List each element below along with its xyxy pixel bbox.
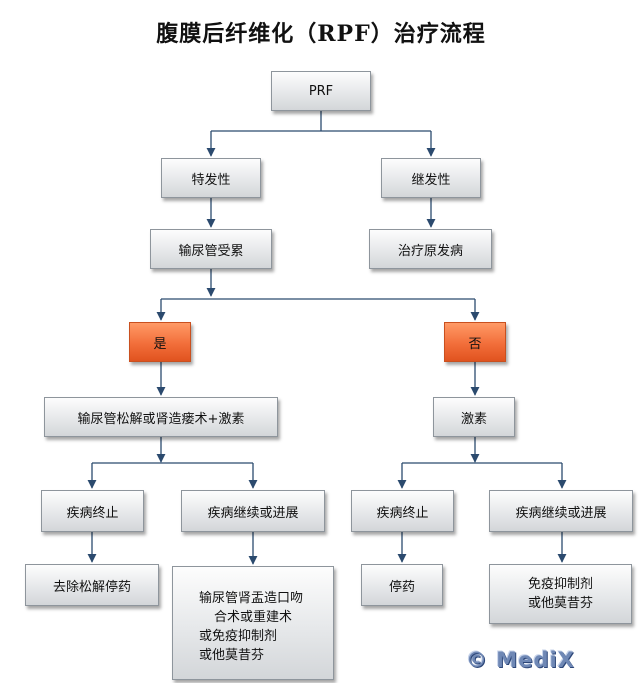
node-treat-primary: 治疗原发病	[369, 229, 492, 269]
node-no-treatment: 激素	[433, 397, 515, 437]
medix-watermark: © MediX	[466, 648, 575, 672]
node-stop-drug: 停药	[361, 564, 443, 606]
node-surgery-options: 输尿管肾盂造口吻 合术或重建术 或免疫抑制剂 或他莫昔芬	[172, 566, 334, 680]
surgery-line-4: 或他莫昔芬	[199, 648, 265, 663]
surgery-line-3: 或免疫抑制剂	[199, 629, 278, 644]
surgery-line-1: 输尿管肾盂造口吻	[199, 591, 304, 606]
node-yes: 是	[129, 322, 191, 362]
surgery-line-2: 合术或重建术	[214, 610, 293, 625]
node-yes-progress: 疾病继续或进展	[181, 490, 325, 532]
node-immunosuppressant: 免疫抑制剂 或他莫昔芬	[489, 564, 632, 624]
node-ureter-involved: 输尿管受累	[150, 229, 272, 269]
node-secondary: 继发性	[381, 158, 481, 198]
node-yes-treatment: 输尿管松解或肾造瘘术+激素	[44, 397, 278, 437]
node-remove-release: 去除松解停药	[25, 564, 159, 606]
node-yes-stop: 疾病终止	[41, 490, 144, 532]
node-no-stop: 疾病终止	[351, 490, 454, 532]
node-prf: PRF	[271, 71, 371, 111]
node-idiopathic: 特发性	[161, 158, 261, 198]
immuno-line-1: 免疫抑制剂	[527, 577, 593, 592]
node-no-progress: 疾病继续或进展	[489, 490, 633, 532]
page-title: 腹膜后纤维化（RPF）治疗流程	[156, 21, 486, 47]
node-no: 否	[444, 322, 506, 362]
immuno-line-2: 或他莫昔芬	[527, 596, 593, 611]
